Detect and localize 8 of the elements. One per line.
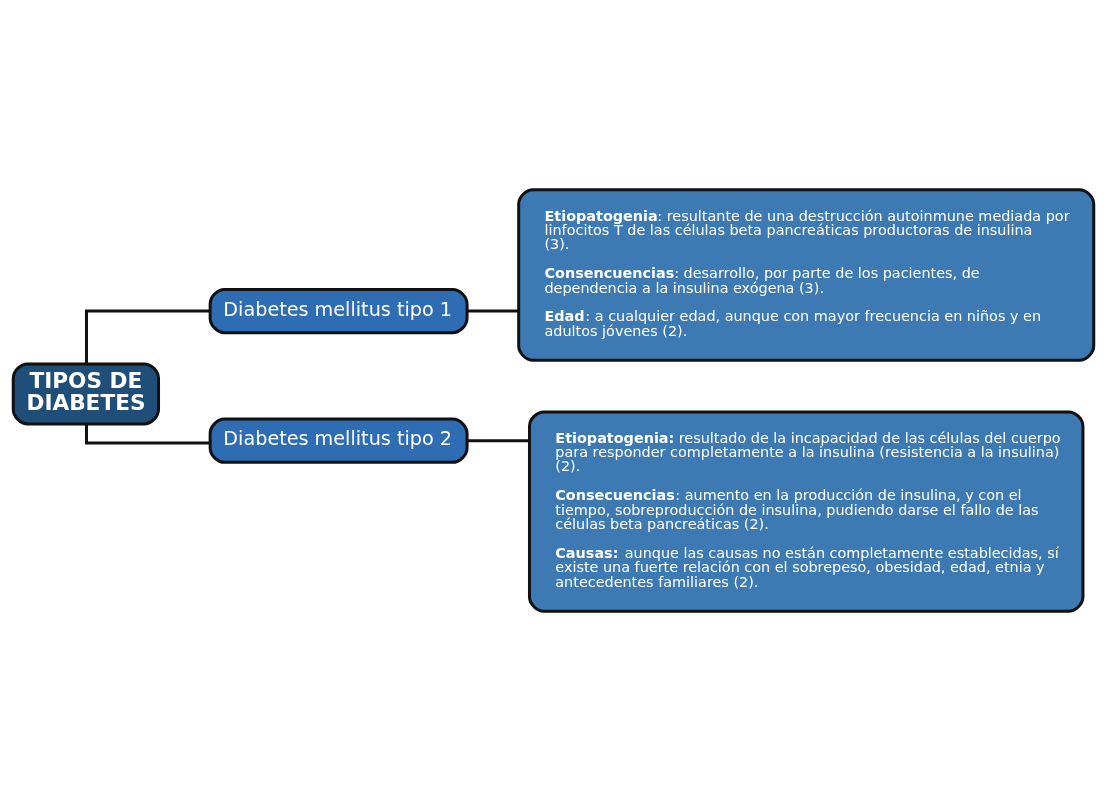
connector (85, 309, 210, 363)
connector (467, 438, 530, 442)
node-box: Etiopatogenia: resultante de una destrucción autoinmune mediada por linfocitos T de las células beta pancreáticas productoras de insulina (3). Consencuencias: desarrollo, por parte de los pacientes, de dependencia a la insulina exógena (3). Edad: a cualquier edad, aunque con mayor frecuencia en niños y en adultos jóvenes (2). (517, 187, 1096, 362)
node-box: Diabetes mellitus tipo 2 (208, 417, 469, 464)
node-box: TIPOS DE DIABETES (11, 361, 160, 425)
connector (467, 309, 519, 313)
node-box: Diabetes mellitus tipo 1 (208, 287, 469, 334)
node-box: Etiopatogenia: resultado de la incapacidad de las células del cuerpo para responder completamente a la insulina (resistencia a la insulina) (2). Consecuencias: aumento en la producción de insulina, y con el tiempo, sobreproducción de insulina, pudiendo darse el fallo de las células beta pancreáticas (2). Causas: aunque las causas no están completamente establecidas, sí existe una fuerte relación con el sobrepeso, obesidad, edad, etnia y antecedentes familiares (2). (528, 409, 1085, 613)
